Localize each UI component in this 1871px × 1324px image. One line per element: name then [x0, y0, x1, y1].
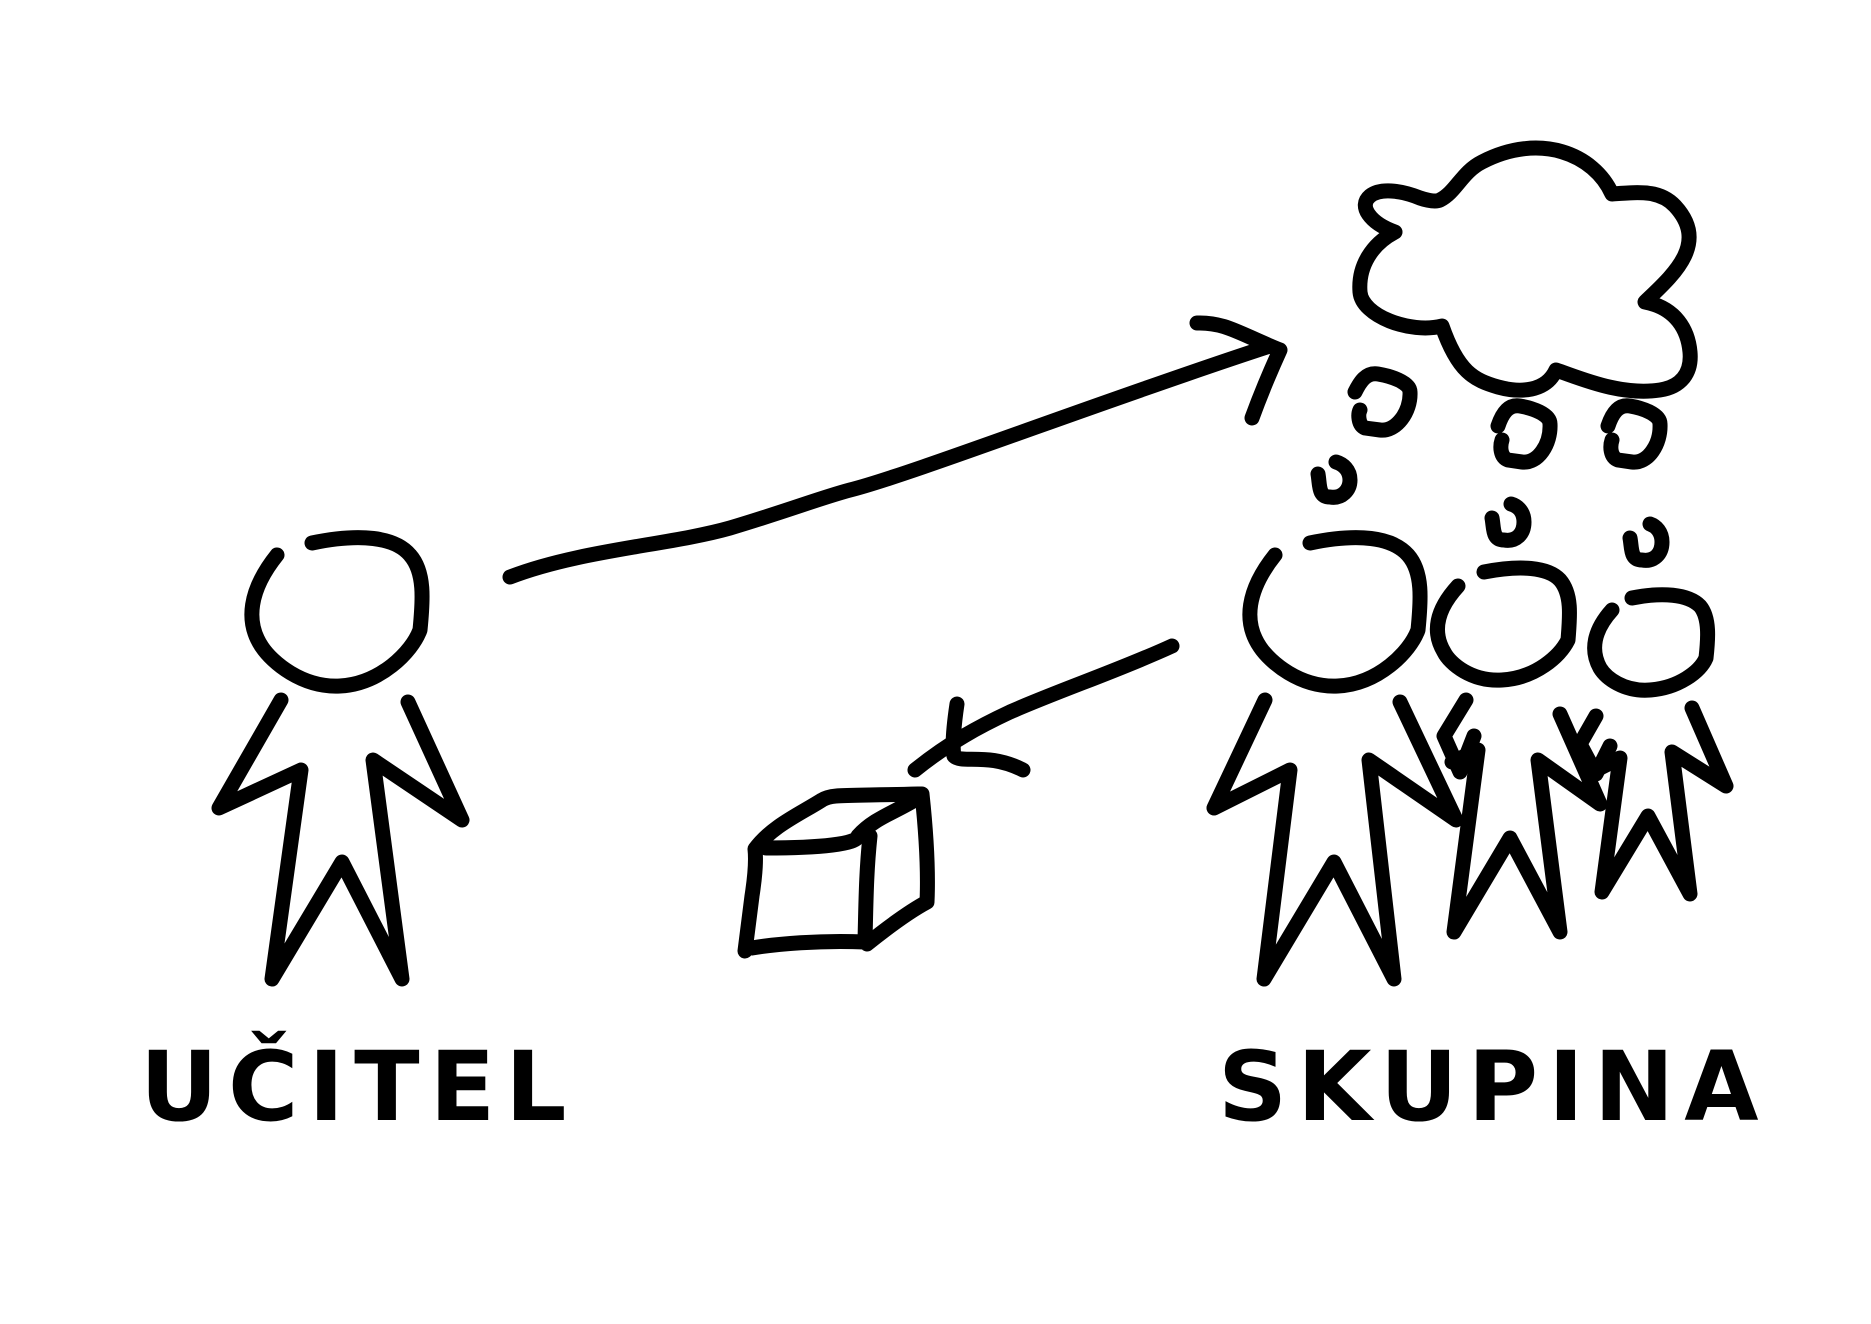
thought-cloud-icon [1310, 140, 1698, 568]
group-label: SKUPINA [1218, 1031, 1769, 1143]
box-icon [737, 786, 935, 959]
teacher-label: UČITEL [140, 1030, 576, 1143]
teacher-figure-icon [211, 530, 470, 987]
arrow-to-group-icon [502, 315, 1288, 585]
arrow-to-box-icon [907, 638, 1180, 778]
group-figures-icon [1206, 530, 1734, 987]
